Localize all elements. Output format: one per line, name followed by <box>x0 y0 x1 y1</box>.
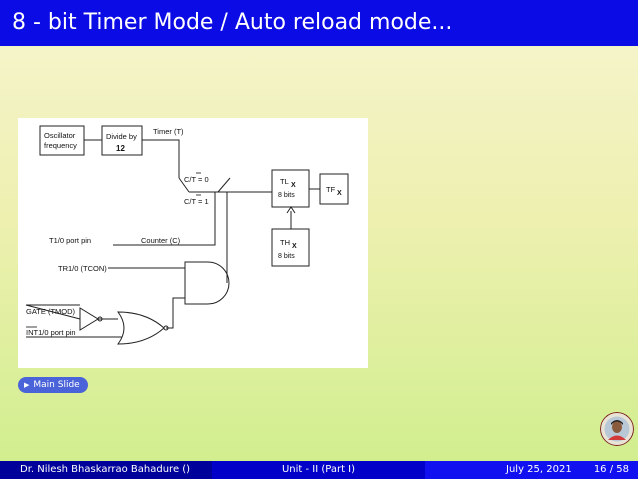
footer-page-number: 16 / 58 <box>593 464 629 475</box>
tl-subscript: X <box>291 182 296 189</box>
and-gate <box>184 261 230 305</box>
footer-right: July 25, 2021 16 / 58 <box>425 461 638 479</box>
timer-label: Timer (T) <box>153 127 184 136</box>
th-label: TH <box>280 238 290 247</box>
tl-label: TL <box>280 177 289 186</box>
divide-value: 12 <box>116 144 125 153</box>
not-gate <box>79 307 99 331</box>
footer-unit: Unit - II (Part I) <box>212 461 425 479</box>
switch-arm-right <box>217 177 231 193</box>
footer-date: July 25, 2021 <box>506 464 572 475</box>
main-slide-button[interactable]: ▶Main Slide <box>18 377 88 393</box>
port-pin-label: T1/0 port pin <box>49 236 91 245</box>
tl-bits: 8 bits <box>278 192 295 199</box>
tf-subscript: X <box>337 190 342 197</box>
main-slide-label: Main Slide <box>33 380 80 390</box>
avatar <box>600 412 634 446</box>
play-icon: ▶ <box>24 381 30 389</box>
footer-bar: Dr. Nilesh Bhaskarrao Bahadure () Unit -… <box>0 461 638 479</box>
divide-label: Divide by <box>106 132 137 141</box>
switch-arm-left <box>178 177 190 193</box>
counter-label: Counter (C) <box>141 236 181 245</box>
ct1-label: C/T = 1 <box>184 197 209 206</box>
timer-mode-diagram: Oscillator frequency Divide by 12 Timer … <box>18 118 368 368</box>
th-bits: 8 bits <box>278 253 295 260</box>
oscillator-label-line2: frequency <box>44 141 77 150</box>
tr-label: TR1/0 (TCON) <box>58 264 107 273</box>
ct0-label: C/T = 0 <box>184 175 209 184</box>
footer-author: Dr. Nilesh Bhaskarrao Bahadure () <box>0 461 212 479</box>
int-label: INT1/0 port pin <box>26 328 76 337</box>
gate-label: GATE (TMOD) <box>26 307 76 316</box>
tf-label: TF <box>326 185 336 194</box>
oscillator-label-line1: Oscillator <box>44 131 76 140</box>
slide-title: 8 - bit Timer Mode / Auto reload mode... <box>0 0 638 46</box>
or-gate <box>117 311 165 345</box>
th-subscript: X <box>292 243 297 250</box>
th-register-box <box>271 228 310 267</box>
timer-block-diagram: Oscillator frequency Divide by 12 Timer … <box>25 125 349 345</box>
avatar-icon <box>600 412 634 446</box>
